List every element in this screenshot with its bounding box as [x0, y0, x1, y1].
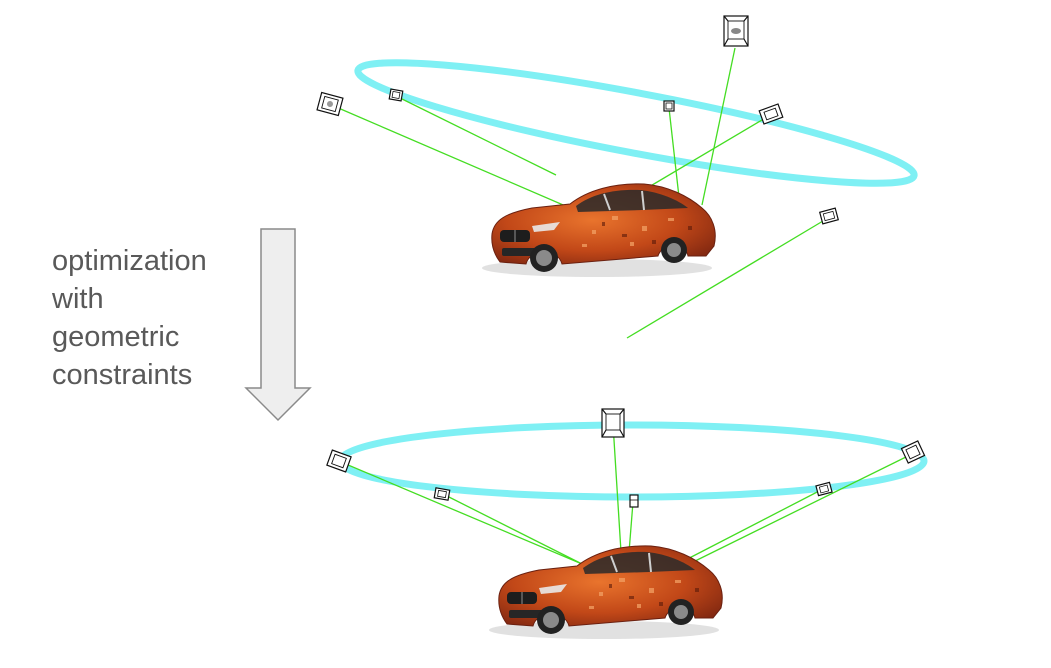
caption-line: geometric	[52, 321, 180, 353]
caption-text: optimization with geometric constraints	[52, 242, 242, 394]
ray	[612, 423, 623, 569]
ray	[669, 488, 824, 569]
ray	[340, 461, 609, 576]
car-model-top	[481, 182, 717, 278]
caption-line: constraints	[52, 359, 193, 391]
camera-frustum-icon	[629, 494, 639, 508]
camera-rays-top	[335, 47, 829, 339]
camera-frustum-icon	[601, 408, 625, 438]
ray	[684, 453, 913, 567]
camera-frustum-icon	[818, 207, 840, 225]
camera-rays-bottom	[340, 423, 913, 576]
camera-frustums-top	[316, 15, 840, 225]
caption-line: optimization	[52, 245, 207, 277]
camera-frustum-icon	[723, 15, 749, 47]
bottom-scene	[326, 408, 928, 640]
camera-frustums-bottom	[326, 408, 926, 508]
caption-line: with	[52, 283, 104, 315]
ray	[626, 217, 829, 339]
down-arrow-icon	[244, 228, 312, 422]
camera-frustum-icon	[815, 481, 833, 497]
camera-frustum-icon	[326, 449, 352, 473]
ray	[397, 96, 557, 176]
camera-frustum-icon	[433, 487, 451, 501]
ray	[440, 492, 591, 569]
camera-frustum-icon	[388, 88, 404, 102]
camera-trajectory-ring-top	[354, 59, 918, 187]
camera-frustum-icon	[758, 103, 784, 125]
top-scene	[316, 15, 918, 339]
camera-frustum-icon	[900, 440, 926, 464]
camera-frustum-icon	[663, 100, 675, 112]
camera-frustum-icon	[316, 91, 344, 117]
ray	[668, 107, 681, 207]
camera-trajectory-ring-bottom	[336, 421, 928, 501]
ray	[701, 47, 736, 206]
car-model-bottom	[488, 544, 724, 640]
